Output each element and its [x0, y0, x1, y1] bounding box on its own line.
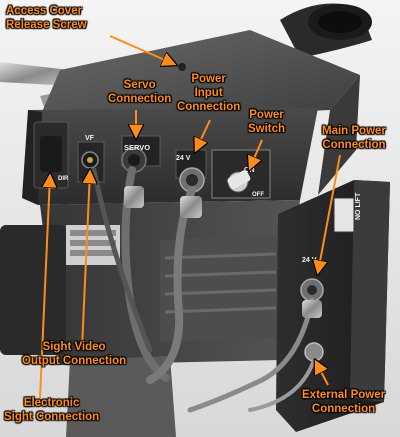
arrow-power-switch	[250, 139, 263, 168]
eyepiece	[280, 3, 372, 58]
power-box: NO LIFT 24 V	[276, 180, 390, 432]
callout-access-cover-line2: Release Screw	[6, 19, 87, 31]
callout-power-input-line3: Connection	[177, 101, 241, 113]
arrow-main-power	[318, 154, 341, 272]
vf-connector: VF	[77, 135, 105, 183]
callout-main-power-line2: Connection	[322, 139, 386, 151]
servo-marking: SERVO	[124, 143, 150, 152]
arrow-access-cover	[109, 35, 174, 64]
housing-side	[318, 75, 360, 195]
v24-left-marking: 24 V	[176, 155, 191, 162]
callout-main-power-line1: Main Power	[322, 125, 386, 137]
lower-body	[0, 200, 300, 365]
callout-power-switch-line2: Switch	[248, 123, 286, 135]
arrow-sight-video	[81, 172, 90, 349]
callout-sight-video-line1: Sight Video	[42, 341, 106, 353]
callout-arrows	[39, 35, 341, 399]
callout-external-power-line1: External Power	[302, 389, 386, 401]
callout-access-cover: Access Cover Release Screw	[6, 4, 87, 32]
dir-connector: DIR	[33, 121, 69, 189]
callout-power-input: Power Input Connection	[177, 72, 240, 114]
cable-plugs	[124, 186, 322, 318]
callout-power-input-line2: Input	[194, 87, 223, 99]
callout-electronic-sight-line2: Sight Connection	[4, 411, 100, 423]
arrow-external-power	[316, 362, 329, 386]
callout-external-power: External Power Connection	[302, 388, 385, 416]
callout-servo-line2: Connection	[108, 93, 172, 105]
housing-top	[42, 30, 360, 118]
no-lift-marking: NO LIFT	[355, 192, 362, 220]
vf-marking: VF	[85, 135, 95, 142]
callout-sight-video-line2: Output Connection	[22, 355, 127, 367]
callout-main-power: Main Power Connection	[322, 124, 386, 152]
callout-power-switch-line1: Power	[249, 109, 284, 121]
callout-servo-line1: Servo	[123, 79, 156, 91]
callout-electronic-sight-line1: Electronic	[23, 397, 80, 409]
callout-electronic-sight: Electronic Sight Connection	[4, 396, 99, 424]
arrow-electronic-sight	[39, 176, 50, 399]
callout-power-switch: Power Switch	[248, 108, 285, 136]
callout-external-power-line2: Connection	[311, 403, 376, 415]
on-marking: ON	[244, 167, 255, 174]
power-switch: ON OFF	[211, 149, 271, 199]
dir-marking: DIR	[58, 176, 69, 182]
callout-servo: Servo Connection	[108, 78, 171, 106]
callout-access-cover-line1: Access Cover	[6, 5, 83, 17]
callout-power-input-line1: Power	[191, 73, 226, 85]
v24-right-marking: 24 V	[302, 257, 317, 264]
off-marking: OFF	[252, 192, 264, 198]
arrow-power-input	[196, 119, 211, 150]
servo-connector: SERVO	[121, 135, 161, 173]
callout-sight-video: Sight Video Output Connection	[22, 340, 126, 368]
access-cover-screw	[178, 63, 186, 71]
